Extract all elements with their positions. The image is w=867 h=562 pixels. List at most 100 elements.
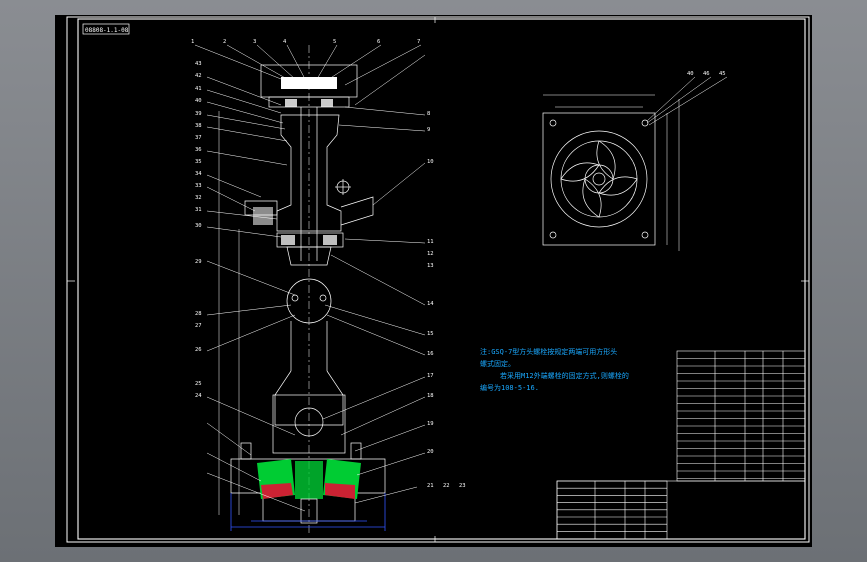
callout-top: 4 — [283, 39, 287, 45]
callout-left: 41 — [195, 86, 202, 92]
leader — [324, 304, 426, 336]
leader — [344, 106, 426, 116]
callout-left: 36 — [195, 147, 202, 153]
base-bolt-r — [350, 442, 362, 460]
callout-right: 9 — [427, 127, 430, 133]
callout-left: 30 — [195, 223, 202, 229]
leader — [206, 314, 296, 352]
plan-bolt — [641, 119, 649, 127]
note-line-4: 编号为108-5-16. — [480, 384, 539, 392]
leader — [206, 186, 256, 212]
callout-top: 3 — [253, 39, 256, 45]
leader — [328, 44, 382, 80]
lower-bore — [294, 407, 324, 437]
callout-right: 15 — [427, 331, 434, 337]
drawing-stamp: 08808-1.1-08 — [85, 27, 129, 34]
outer-frame — [66, 16, 810, 543]
callout-left: 31 — [195, 207, 202, 213]
joint-circle — [286, 278, 332, 324]
callout-left: 27 — [195, 323, 202, 329]
callout-bottom: 22 — [443, 483, 450, 489]
drawing-sheet: 08808-1.1-08 — [55, 15, 812, 547]
leader — [316, 44, 338, 80]
column-flare — [274, 370, 344, 426]
center-hub — [295, 461, 323, 499]
hatch-left — [261, 483, 293, 499]
callout-plan: 40 — [687, 71, 694, 77]
callout-right: 17 — [427, 373, 434, 379]
leader — [206, 396, 296, 436]
leader — [206, 260, 296, 296]
right-gusset — [340, 196, 374, 226]
shaft-neck — [286, 246, 332, 266]
callout-right: 20 — [427, 449, 434, 455]
plan-vane-4 — [560, 162, 600, 182]
leader — [354, 424, 426, 452]
upper-flange — [268, 96, 350, 108]
callout-top: 5 — [333, 39, 336, 45]
leader — [344, 238, 426, 244]
leader — [372, 162, 426, 206]
flange-hatch-l — [285, 99, 297, 107]
callout-right: 19 — [427, 421, 434, 427]
callout-plan: 46 — [703, 71, 710, 77]
plan-bolt — [549, 231, 557, 239]
plan-bolt — [641, 231, 649, 239]
callout-right: 12 — [427, 251, 434, 257]
leader — [194, 44, 282, 80]
leader — [206, 89, 282, 114]
leader — [206, 150, 288, 166]
plan-view — [542, 76, 728, 251]
leader — [330, 254, 426, 306]
callout-right: 14 — [427, 301, 434, 307]
note-line-3: 若采用M12外端螺栓的固定方式,则螺栓的 — [500, 372, 629, 380]
leader — [344, 44, 422, 86]
callout-right: 16 — [427, 351, 434, 357]
callout-left: 24 — [195, 393, 202, 399]
callout-right: 8 — [427, 111, 430, 117]
callout-plan: 45 — [719, 71, 726, 77]
plan-vane-1 — [596, 140, 616, 180]
callout-top: 2 — [223, 39, 226, 45]
callout-left: 38 — [195, 123, 202, 129]
callout-left: 25 — [195, 381, 202, 387]
housing — [276, 114, 342, 232]
front-section-view — [194, 44, 426, 535]
bottom-pin — [300, 498, 318, 524]
callout-left: 32 — [195, 195, 202, 201]
plan-base — [542, 112, 656, 246]
mflange-hatch-l — [281, 235, 295, 245]
leader — [256, 44, 296, 80]
parts-list-rows — [677, 351, 805, 481]
callout-right: 13 — [427, 263, 434, 269]
leader — [206, 422, 252, 456]
plan-leader — [646, 76, 696, 122]
callout-left: 42 — [195, 73, 202, 79]
leader — [326, 314, 426, 356]
base-bolt-l — [240, 442, 252, 460]
callout-left: 29 — [195, 259, 202, 265]
leader — [354, 54, 426, 106]
leader — [206, 174, 262, 198]
leader — [286, 44, 306, 80]
callout-labels: 4342414039383736353433323130292827262524… — [191, 39, 726, 489]
assembly-drawing: 08808-1.1-08 — [66, 16, 810, 543]
leader — [206, 76, 282, 106]
leader — [322, 376, 426, 420]
callout-left: 37 — [195, 135, 202, 141]
leader — [206, 472, 306, 512]
callout-left: 35 — [195, 159, 202, 165]
leader — [226, 44, 288, 80]
leader — [356, 452, 426, 476]
callout-left: 39 — [195, 111, 202, 117]
callout-left: 26 — [195, 347, 202, 353]
callout-left: 40 — [195, 98, 202, 104]
title-block — [556, 350, 806, 540]
joint-hole-l — [291, 294, 299, 302]
side-bracket — [244, 200, 278, 216]
callout-top: 6 — [377, 39, 380, 45]
leader — [206, 101, 284, 124]
inner-frame — [77, 18, 806, 540]
plan-vane-2 — [598, 176, 638, 196]
